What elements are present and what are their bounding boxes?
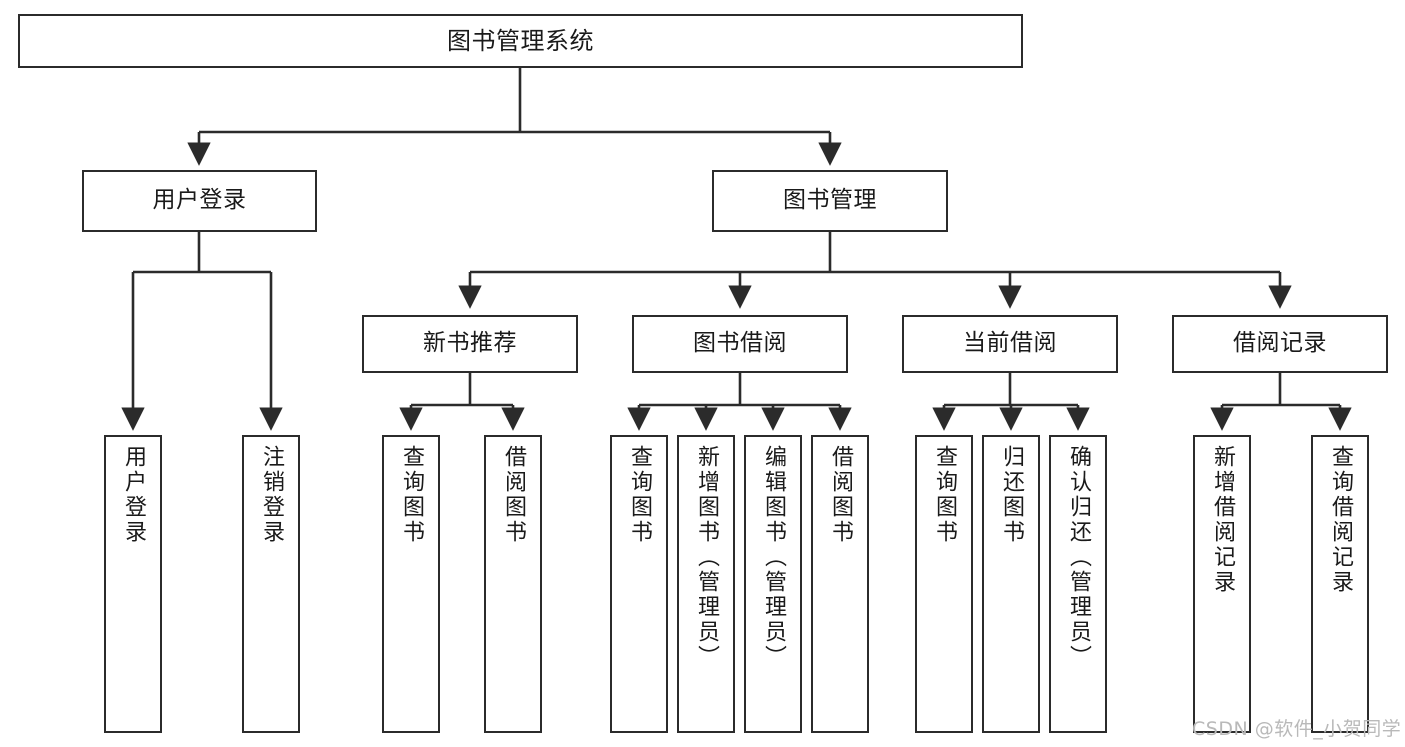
- leaf-query-book-new-rec[interactable]: 查询图书: [382, 435, 440, 733]
- node-label: 注销登录: [259, 445, 284, 545]
- leaf-add-book-admin[interactable]: 新增图书（管理员）: [677, 435, 735, 733]
- node-label: 图书管理系统: [447, 26, 594, 55]
- node-label: 查询图书: [627, 445, 652, 545]
- node-label: 查询图书: [932, 445, 957, 545]
- node-label: 查询图书: [399, 445, 424, 545]
- node-label: 归还图书: [999, 445, 1024, 545]
- leaf-query-book-current[interactable]: 查询图书: [915, 435, 973, 733]
- node-label: 借阅图书: [501, 445, 526, 545]
- leaf-confirm-return-admin[interactable]: 确认归还（管理员）: [1049, 435, 1107, 733]
- node-label: 用户登录: [121, 445, 146, 545]
- leaf-borrow-book-new-rec[interactable]: 借阅图书: [484, 435, 542, 733]
- leaf-edit-book-admin[interactable]: 编辑图书（管理员）: [744, 435, 802, 733]
- node-current-borrowing[interactable]: 当前借阅: [902, 315, 1118, 373]
- node-label: 编辑图书（管理员）: [761, 445, 786, 670]
- leaf-query-borrow-record[interactable]: 查询借阅记录: [1311, 435, 1369, 733]
- node-label: 图书管理: [783, 187, 877, 214]
- node-label: 当前借阅: [963, 330, 1057, 357]
- node-user-login[interactable]: 用户登录: [82, 170, 317, 232]
- csdn-watermark: CSDN @软件_小贺同学: [1192, 718, 1402, 740]
- node-label: 图书借阅: [693, 330, 787, 357]
- leaf-user-login[interactable]: 用户登录: [104, 435, 162, 733]
- leaf-add-borrow-record[interactable]: 新增借阅记录: [1193, 435, 1251, 733]
- node-borrowing-record[interactable]: 借阅记录: [1172, 315, 1388, 373]
- node-new-book-recommendation[interactable]: 新书推荐: [362, 315, 578, 373]
- leaf-query-book-borrow[interactable]: 查询图书: [610, 435, 668, 733]
- node-label: 借阅图书: [828, 445, 853, 545]
- node-label: 新增借阅记录: [1210, 445, 1235, 595]
- node-label: 查询借阅记录: [1328, 445, 1353, 595]
- node-book-management[interactable]: 图书管理: [712, 170, 948, 232]
- leaf-return-book[interactable]: 归还图书: [982, 435, 1040, 733]
- node-label: 新增图书（管理员）: [694, 445, 719, 670]
- leaf-logout-login[interactable]: 注销登录: [242, 435, 300, 733]
- node-label: 用户登录: [152, 187, 247, 214]
- node-book-borrowing[interactable]: 图书借阅: [632, 315, 848, 373]
- node-label: 借阅记录: [1233, 330, 1327, 357]
- node-label: 确认归还（管理员）: [1066, 445, 1091, 670]
- node-root-book-management-system[interactable]: 图书管理系统: [18, 14, 1023, 68]
- node-label: 新书推荐: [423, 330, 517, 357]
- leaf-borrow-book[interactable]: 借阅图书: [811, 435, 869, 733]
